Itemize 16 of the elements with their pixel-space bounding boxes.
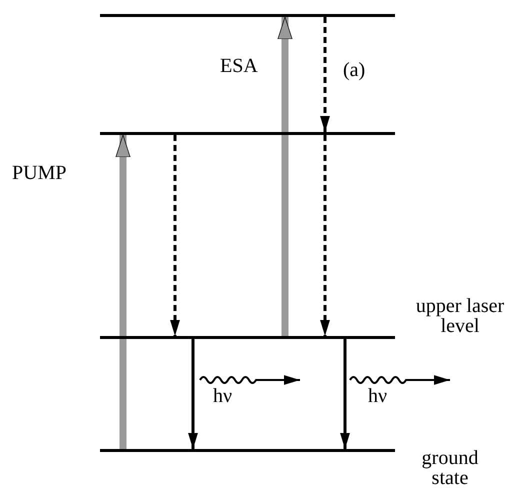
- arrow: [188, 339, 198, 449]
- arrow: [278, 16, 292, 336]
- arrow: [320, 17, 330, 132]
- edge-label: (a): [343, 60, 366, 80]
- energy-level-line: [100, 14, 395, 17]
- photon-label: hν: [368, 386, 388, 406]
- energy-level-line: [100, 449, 395, 452]
- arrow: [320, 135, 330, 336]
- level-label: ground state: [420, 448, 480, 488]
- arrow: [116, 134, 130, 449]
- photon-label: hν: [213, 386, 232, 406]
- energy-level-line: [100, 336, 395, 339]
- arrow: [340, 339, 350, 449]
- energy-level-line: [100, 132, 395, 135]
- arrow: [170, 135, 180, 336]
- level-label: upper laser level: [414, 296, 506, 336]
